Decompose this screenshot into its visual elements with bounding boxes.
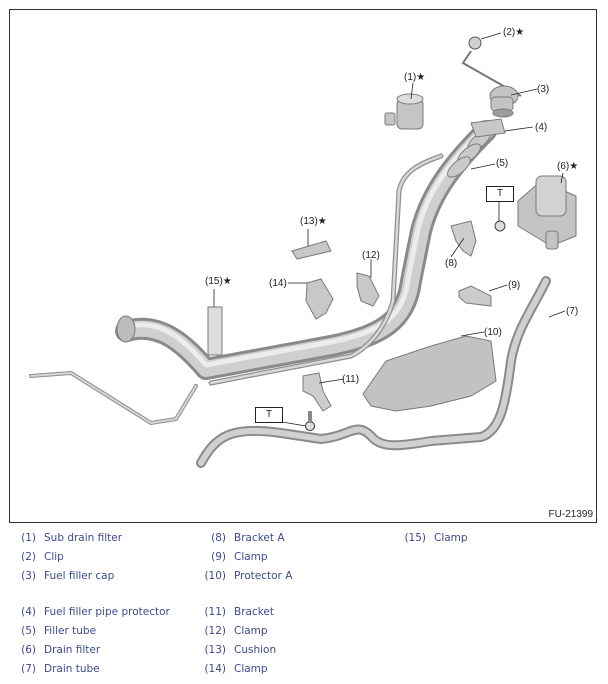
callout-1: (1)★ — [404, 72, 426, 83]
legend-item: (13)Cushion — [204, 644, 277, 656]
legend-item: (14)Clamp — [204, 663, 268, 675]
legend-item: (1)Sub drain filter — [21, 532, 123, 544]
callout-9: (9) — [508, 280, 521, 291]
callout-2: (2)★ — [503, 27, 525, 38]
callout-12: (12) — [362, 250, 380, 261]
callout-4: (4) — [535, 122, 548, 133]
legend-item: (15)Clamp — [404, 532, 468, 544]
legend-item: (10)Protector A — [204, 570, 293, 582]
legend-item: (9)Clamp — [211, 551, 268, 563]
callout-11: (11) — [342, 374, 360, 385]
legend-item: (2)Clip — [21, 551, 64, 563]
legend-item: (5)Filler tube — [21, 625, 97, 637]
legend-item: (11)Bracket — [204, 606, 275, 618]
figure-id: FU-21399 — [548, 509, 593, 520]
callout-7: (7) — [566, 306, 579, 317]
diagram-frame: (1)★ (2)★ (3) (4) (5) (6)★ (7) (8) (9) (… — [9, 9, 597, 523]
callout-6: (6)★ — [557, 161, 579, 172]
legend-item: (12)Clamp — [204, 625, 268, 637]
fuel-filler-exploded-view — [29, 32, 577, 468]
callout-10: (10) — [484, 327, 502, 338]
callout-15: (15)★ — [205, 276, 232, 287]
legend-item: (3)Fuel filler cap — [21, 570, 115, 582]
legend-item: (7)Drain tube — [21, 663, 100, 675]
legend-item: (6)Drain filter — [21, 644, 101, 656]
torque-box-drain-filter: T — [486, 186, 514, 202]
callout-3: (3) — [537, 84, 550, 95]
callout-13: (13)★ — [300, 216, 327, 227]
legend-item: (8)Bracket A — [211, 532, 285, 544]
torque-box-bracket: T — [255, 407, 283, 423]
callout-5: (5) — [496, 158, 509, 169]
callout-14: (14) — [269, 278, 287, 289]
legend-item: (4)Fuel filler pipe protector — [21, 606, 170, 618]
callout-8: (8) — [445, 258, 458, 269]
